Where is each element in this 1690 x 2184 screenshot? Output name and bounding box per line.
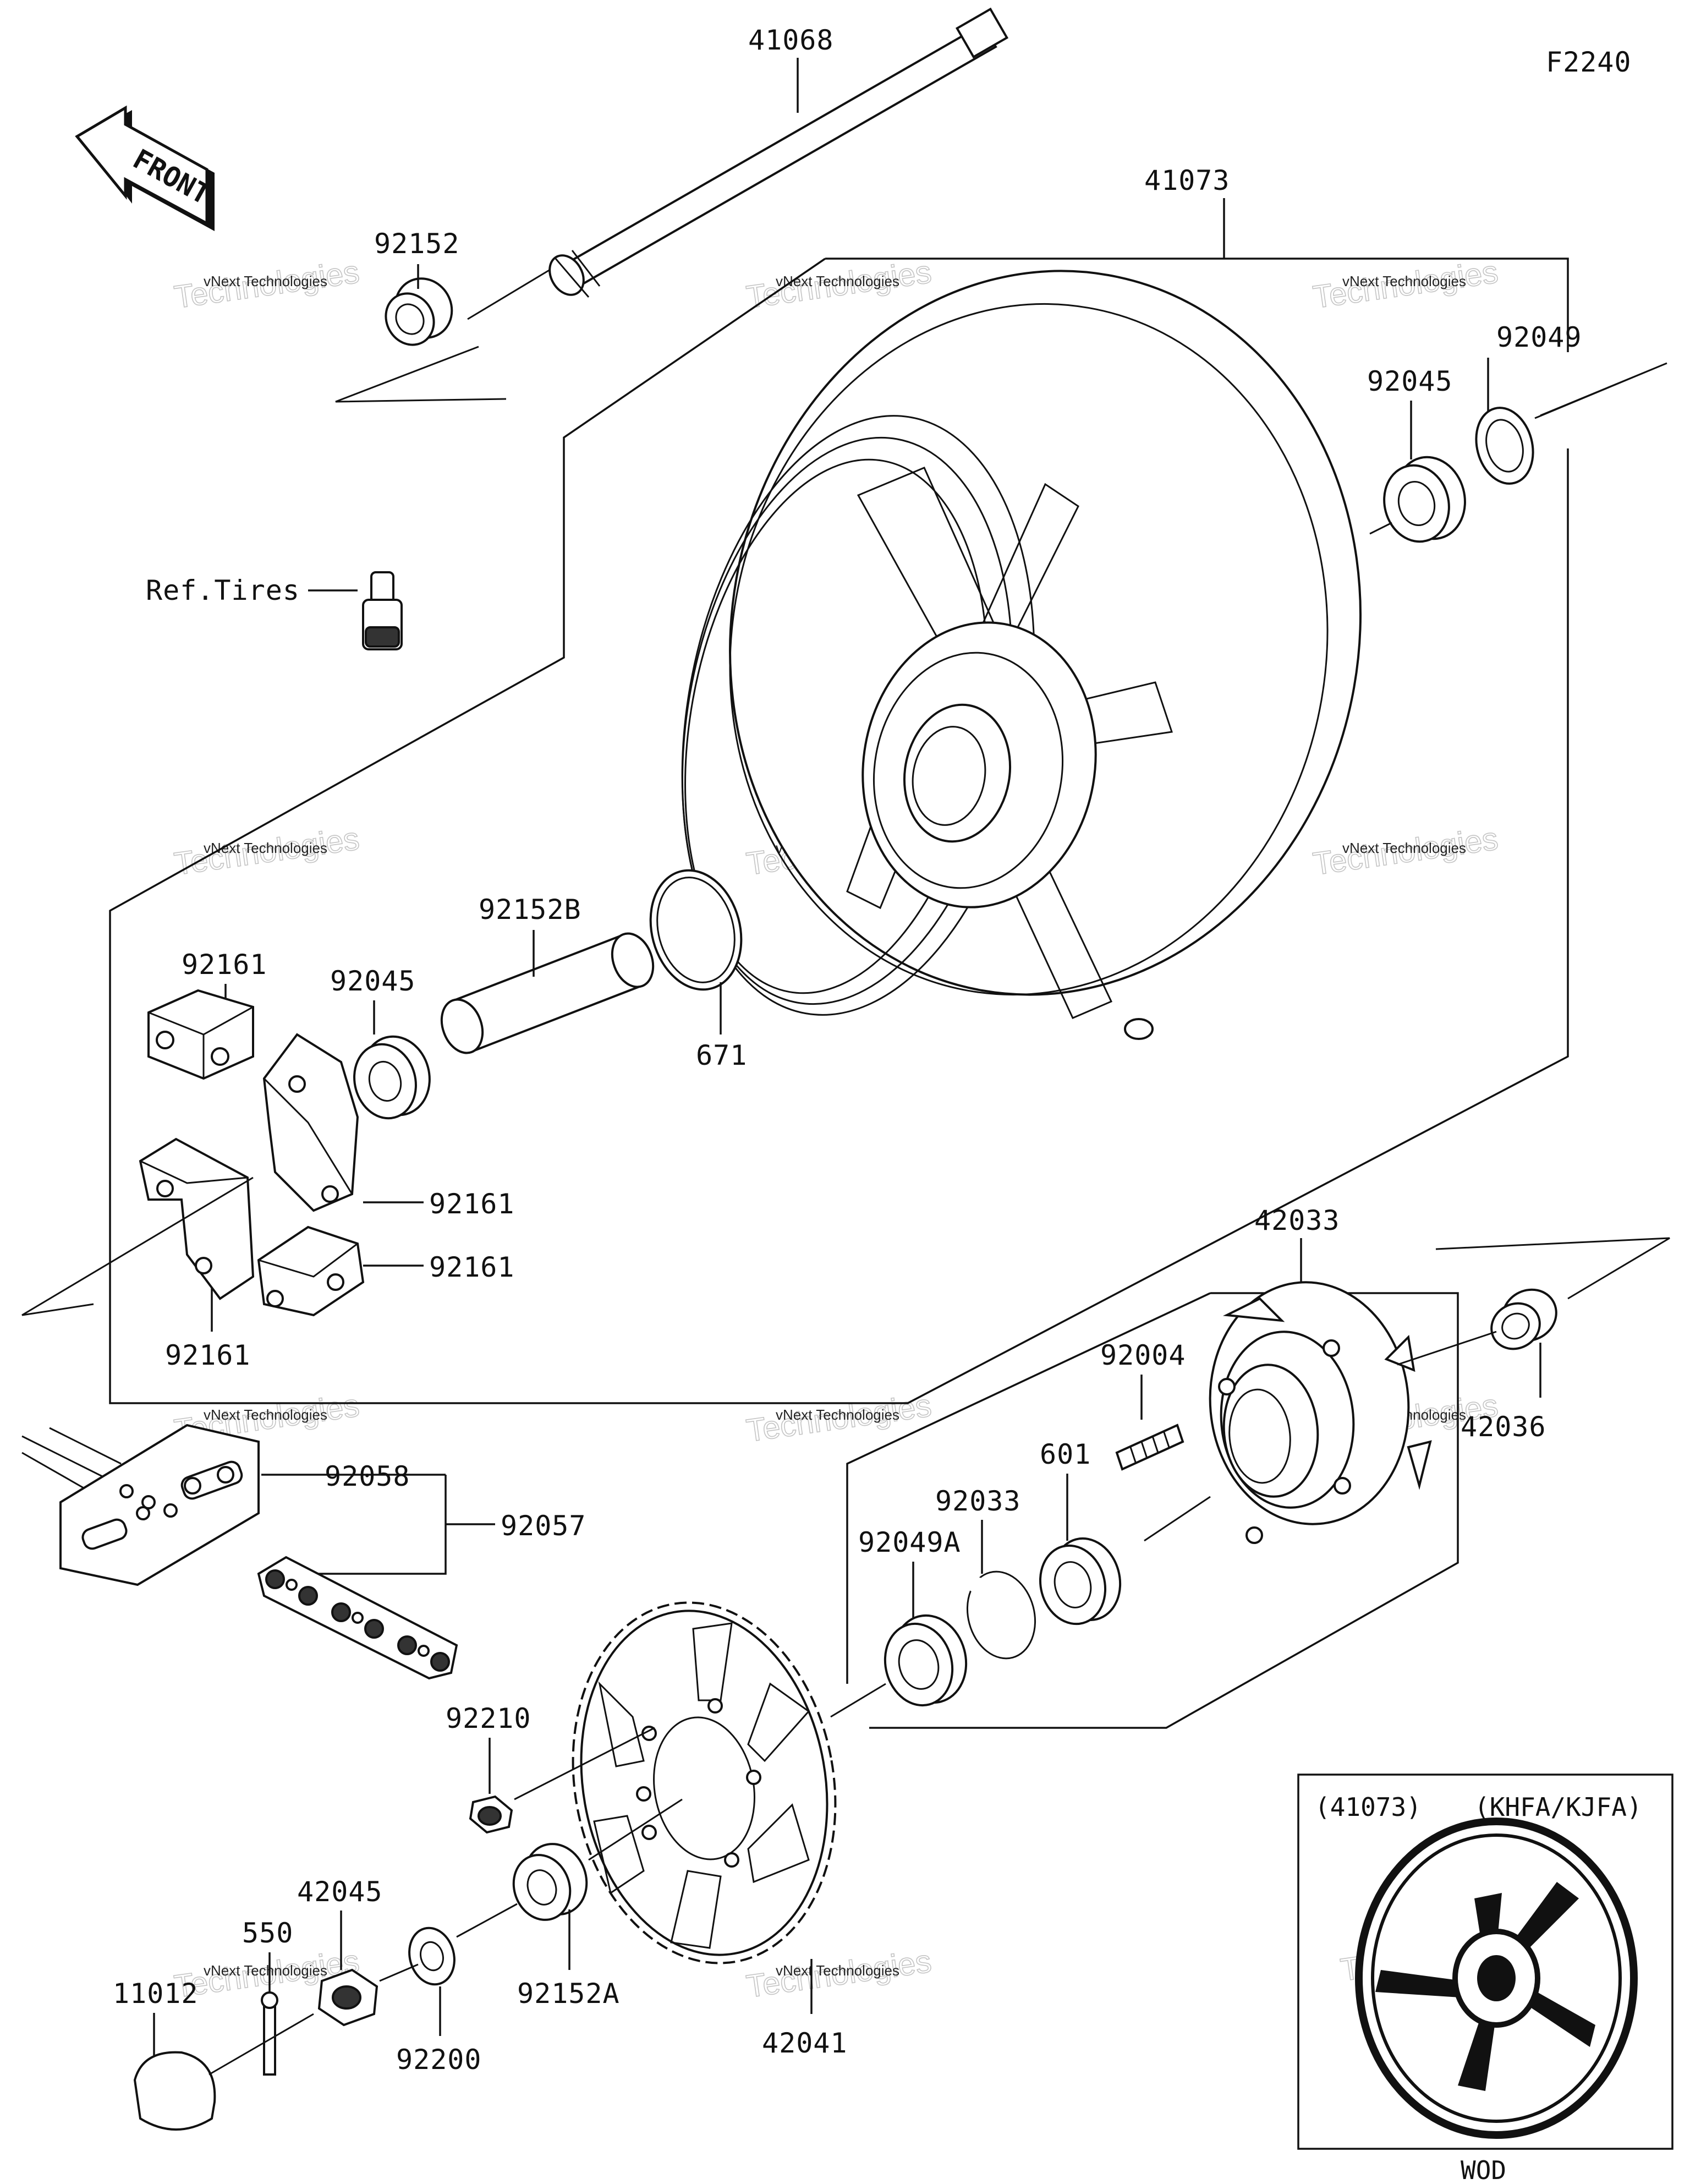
damper-92161-a <box>147 989 254 1080</box>
stud-92004 <box>1115 1424 1184 1471</box>
axle-41068 <box>467 7 1009 320</box>
part-number-42041: 42041 <box>762 2027 848 2059</box>
part-number-92057: 92057 <box>501 1510 586 1542</box>
tire-valve <box>362 571 403 650</box>
part-number-92058: 92058 <box>325 1460 410 1492</box>
svg-text:vNext Technologies: vNext Technologies <box>204 1406 327 1423</box>
part-number-92152b: 92152B <box>479 894 581 926</box>
svg-text:vNext Technologies: vNext Technologies <box>204 273 327 289</box>
damper-92161-b <box>262 1033 359 1212</box>
part-number-671: 671 <box>696 1039 747 1071</box>
part-number-92161-a: 92161 <box>182 949 267 981</box>
rear-sprocket-42041 <box>572 1601 837 1964</box>
part-number-92200: 92200 <box>396 2044 482 2076</box>
part-number-11012: 11012 <box>113 1978 199 2010</box>
watermark: Technologies vNext Technologies <box>744 1943 934 2005</box>
inset-box: (41073) (KHFA/KJFA) <box>1297 1774 1673 2150</box>
o-ring-671 <box>649 869 743 991</box>
watermark: Technologies vNext Technologies <box>172 254 362 316</box>
svg-text:vNext Technologies: vNext Technologies <box>204 1962 327 1979</box>
chain-joint-box <box>21 1424 260 1586</box>
svg-text:vNext Technologies: vNext Technologies <box>776 273 899 289</box>
drive-chain-92057 <box>257 1556 458 1680</box>
watermark: Technologies vNext Technologies <box>1310 254 1501 316</box>
figure-code: F2240 <box>1546 46 1632 78</box>
watermark: Technologies vNext Technologies <box>744 1387 934 1449</box>
circlip-92033 <box>966 1570 1036 1660</box>
part-number-92152a: 92152A <box>517 1978 620 2010</box>
part-number-601: 601 <box>1040 1438 1091 1470</box>
oil-seal-92049a <box>884 1614 968 1707</box>
watermark: Technologies vNext Technologies <box>172 820 362 883</box>
svg-text:vNext Technologies: vNext Technologies <box>1342 840 1466 856</box>
ref-tires-label: Ref.Tires <box>146 574 300 606</box>
part-number-550: 550 <box>242 1917 293 1949</box>
part-number-92161-b: 92161 <box>429 1188 515 1220</box>
svg-text:vNext Technologies: vNext Technologies <box>776 1962 899 1979</box>
svg-text:vNext Technologies: vNext Technologies <box>1342 273 1466 289</box>
svg-text:vNext Technologies: vNext Technologies <box>776 1406 899 1423</box>
castle-nut-42045 <box>317 1968 378 2027</box>
part-number-92152: 92152 <box>374 228 460 260</box>
sprocket-hub-42033 <box>1209 1281 1432 1544</box>
ball-bearing-92045 <box>1383 456 1466 543</box>
nut-92210 <box>469 1795 513 1834</box>
part-number-41068: 41068 <box>748 24 834 56</box>
part-number-92033: 92033 <box>935 1485 1021 1517</box>
part-number-42036: 42036 <box>1461 1411 1546 1443</box>
watermark: Technologies vNext Technologies <box>744 254 934 316</box>
part-number-42033: 42033 <box>1254 1205 1340 1236</box>
ball-bearing-601 <box>1039 1537 1122 1625</box>
rear-wheel <box>681 270 1362 1040</box>
collar-42036 <box>1490 1288 1557 1350</box>
washer-92200 <box>408 1926 456 1986</box>
cap-11012 <box>133 2051 216 2131</box>
collar-92152a <box>512 1843 588 1921</box>
part-number-41073: 41073 <box>1144 165 1230 196</box>
part-number-92049: 92049 <box>1496 321 1582 353</box>
inset-models: (KHFA/KJFA) <box>1474 1792 1642 1822</box>
damper-92161-c <box>257 1225 365 1317</box>
front-arrow-icon: FRONT <box>75 105 216 231</box>
part-number-92210: 92210 <box>446 1703 531 1734</box>
inset-caption: WOD <box>1461 2155 1506 2184</box>
part-number-92161-d: 92161 <box>165 1339 251 1371</box>
collar-92152 <box>385 277 453 346</box>
part-number-42045: 42045 <box>297 1876 383 1908</box>
part-number-92004: 92004 <box>1100 1339 1186 1371</box>
part-number-92045-lower: 92045 <box>330 965 416 997</box>
collar-92152b <box>440 932 655 1054</box>
oil-seal-92049 <box>1475 407 1534 485</box>
inset-wheel <box>1355 1818 1638 2139</box>
part-number-92049a: 92049A <box>858 1526 961 1558</box>
ball-bearing-92045-lower <box>353 1035 431 1120</box>
watermark: Technologies vNext Technologies <box>1310 820 1501 883</box>
inset-ref: (41073) <box>1315 1792 1422 1822</box>
part-number-92161-c: 92161 <box>429 1251 515 1283</box>
part-number-92045-upper: 92045 <box>1367 365 1453 397</box>
cotter-pin-550 <box>261 1991 278 2076</box>
damper-92161-d <box>139 1137 255 1300</box>
